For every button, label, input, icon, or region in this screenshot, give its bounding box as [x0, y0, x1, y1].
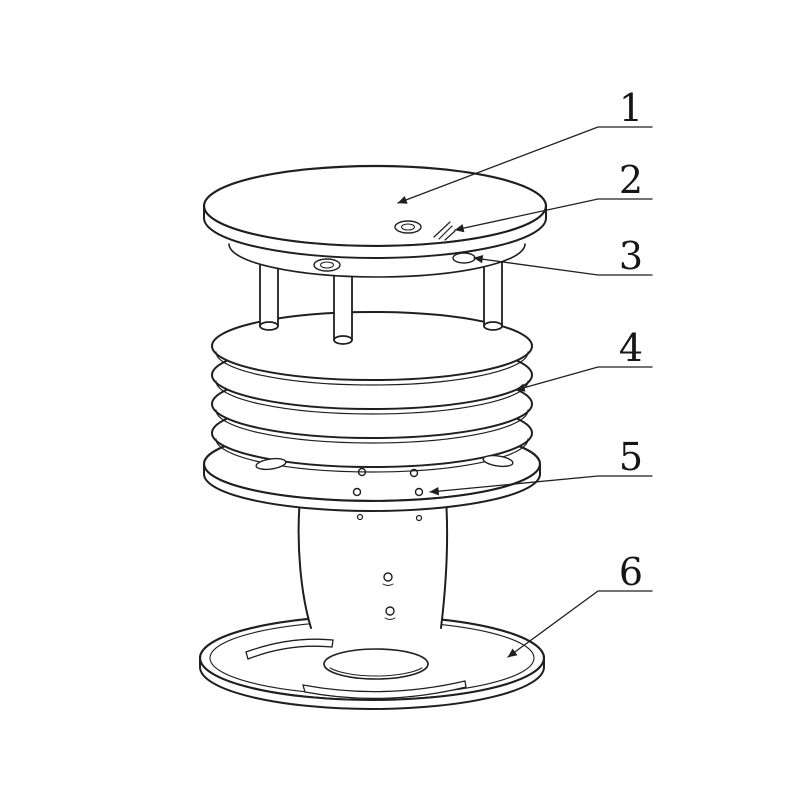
- post-body-fill: [334, 272, 352, 340]
- base-slot-left: [245, 638, 334, 660]
- callout-label-1: 1: [619, 86, 643, 130]
- post-middle: [333, 271, 353, 345]
- shield-base-ring-edge: [203, 463, 541, 512]
- louver-stack: [202, 311, 542, 512]
- ring-hole-left: [255, 457, 287, 471]
- base-plate: [198, 614, 546, 710]
- post-foot: [333, 335, 353, 345]
- vent-hole: [409, 468, 419, 478]
- louver-plate-edge: [215, 438, 529, 473]
- vent-holes: [255, 454, 514, 620]
- cone-right-edge: [440, 497, 449, 629]
- sensor-port-small-inner: [320, 261, 334, 269]
- callout-label-2: 2: [619, 158, 643, 202]
- louver-plate: [211, 311, 533, 381]
- support-posts: [259, 253, 503, 345]
- cone-left-edge: [297, 497, 312, 629]
- leader-line-1: [397, 126, 653, 204]
- center-hole-upper-shadow: [382, 583, 394, 586]
- callout-label-4: 4: [619, 326, 643, 370]
- louver-plate-edge: [215, 351, 529, 386]
- vent-hole: [415, 514, 423, 522]
- callout-label-5: 5: [619, 435, 643, 479]
- post-foot: [259, 321, 279, 331]
- post-body-fill: [260, 258, 278, 326]
- post-right: [483, 253, 503, 331]
- vent-hole: [357, 467, 367, 477]
- vent-hole: [356, 513, 364, 521]
- cone-body: [297, 497, 449, 629]
- ring-hole-right: [482, 454, 514, 468]
- base-plate-edge: [199, 657, 545, 710]
- leader-line-2: [454, 198, 653, 233]
- cap-rim: [203, 205, 547, 259]
- sensor-port-large: [394, 220, 422, 234]
- leader-line-4: [515, 366, 653, 392]
- cap-marking: [433, 221, 456, 241]
- base-center-hole: [323, 648, 429, 680]
- callout-label-3: 3: [619, 234, 643, 278]
- callout-label-6: 6: [619, 550, 643, 594]
- leader-line-6: [507, 590, 653, 658]
- center-hole-lower: [385, 606, 395, 616]
- post-foot: [483, 321, 503, 331]
- post-body: [333, 271, 353, 341]
- base-center-hole-shadow: [329, 667, 423, 677]
- base-plate-features: [245, 638, 467, 700]
- base-slot-bottom: [302, 680, 467, 700]
- sensor-port-large-inner: [401, 223, 415, 231]
- post-left: [259, 257, 279, 331]
- sensor-port-small: [313, 258, 341, 272]
- louver-plate-1: [211, 311, 533, 386]
- center-hole-lower-shadow: [384, 617, 396, 620]
- vent-hole: [352, 487, 362, 497]
- callouts: 1 2 3 4 5 6: [397, 86, 653, 658]
- leader-line-5: [429, 475, 653, 496]
- louver-plate-edge: [215, 380, 529, 415]
- louver-plate-edge: [215, 409, 529, 444]
- post-body-fill: [484, 254, 502, 326]
- leader-line-3: [473, 255, 653, 276]
- cone-fill: [298, 498, 448, 628]
- vent-hole: [414, 487, 424, 497]
- center-hole-upper: [383, 572, 393, 582]
